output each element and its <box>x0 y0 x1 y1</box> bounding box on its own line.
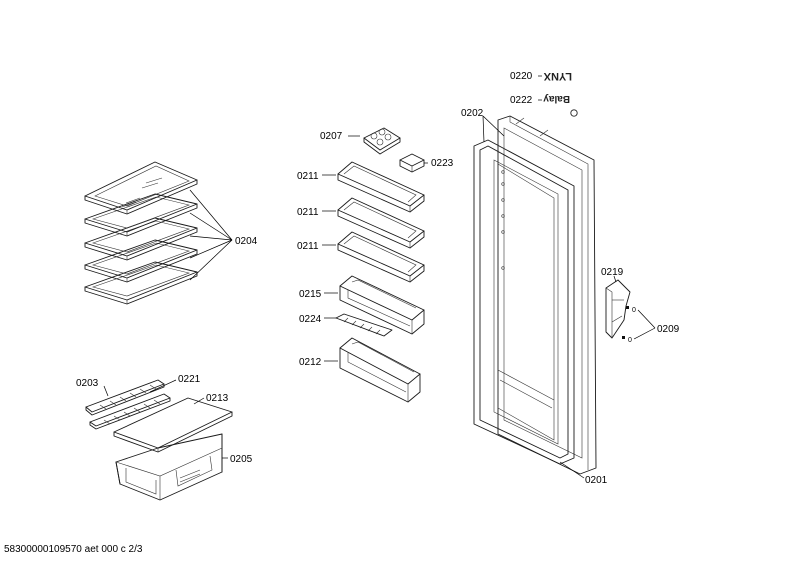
glass-shelf-2 <box>84 193 198 237</box>
balay-logo: Balay <box>538 93 578 117</box>
leader-0201 <box>559 461 585 479</box>
label-0202: 0202 <box>461 108 484 119</box>
leader-0204 <box>189 189 233 281</box>
vegetable-drawer-assembly <box>85 379 233 501</box>
label-0211-2: 0211 <box>297 207 319 218</box>
leader-0219 <box>613 275 617 283</box>
label-0203: 0203 <box>76 378 99 389</box>
label-0211-3: 0211 <box>297 241 319 252</box>
door-bins-column <box>322 127 428 403</box>
lynx-logo: LYNX <box>538 70 572 82</box>
part-number-labels: 0220 0222 0202 0207 0223 0211 0211 0211 … <box>76 71 680 486</box>
label-0205: 0205 <box>230 454 253 465</box>
vent-strip-0221 <box>89 393 171 430</box>
label-0222: 0222 <box>510 95 533 106</box>
leader-0202-b <box>482 115 505 137</box>
label-0212: 0212 <box>299 357 322 368</box>
screws-0209: 0 0 <box>622 306 656 344</box>
label-0207: 0207 <box>320 131 343 142</box>
label-0220: 0220 <box>510 71 533 82</box>
bottle-retainer <box>335 313 393 337</box>
label-0204: 0204 <box>235 236 258 247</box>
label-0201: 0201 <box>585 475 608 486</box>
door-panel <box>497 115 597 475</box>
label-0223: 0223 <box>431 158 454 169</box>
drawer-cover-plate <box>113 397 233 453</box>
leader-0221 <box>149 379 177 393</box>
screw-icon <box>626 306 629 309</box>
door-bin-0211-3 <box>337 231 425 283</box>
glass-shelf-stack <box>84 161 233 305</box>
lynx-logo-text: LYNX <box>543 70 572 82</box>
butter-box <box>399 153 425 173</box>
door-bin-0211-1 <box>337 161 425 213</box>
door-bin-0215 <box>339 275 425 335</box>
balay-emblem-icon <box>570 109 578 117</box>
vent-strip-0203 <box>85 379 165 416</box>
label-0213: 0213 <box>206 393 229 404</box>
label-0221: 0221 <box>178 374 201 385</box>
door-assembly: LYNX Balay 0 0 <box>473 70 656 479</box>
label-0215: 0215 <box>299 289 322 300</box>
leader-0203 <box>103 385 109 397</box>
label-0219: 0219 <box>601 267 624 278</box>
glass-shelf-5 <box>84 261 198 305</box>
door-bin-0212 <box>339 337 421 403</box>
leader-0202-a <box>482 115 485 143</box>
screw-icon <box>622 336 625 339</box>
door-bin-0211-2 <box>337 197 425 249</box>
svg-text:0: 0 <box>632 307 636 314</box>
crisper-drawer <box>115 433 223 501</box>
balay-logo-text: Balay <box>543 93 570 104</box>
label-0224: 0224 <box>299 314 322 325</box>
door-gasket <box>473 139 575 465</box>
egg-tray <box>363 127 401 155</box>
document-code: 58300000109570 aet 000 c 2/3 <box>4 544 143 555</box>
label-0209: 0209 <box>657 324 680 335</box>
leader-0213 <box>193 397 205 405</box>
door-hinge-bracket <box>605 279 631 339</box>
glass-shelf-1 <box>84 161 198 215</box>
svg-text:0: 0 <box>628 337 632 344</box>
label-0211-1: 0211 <box>297 171 319 182</box>
glass-shelf-4 <box>84 239 198 283</box>
